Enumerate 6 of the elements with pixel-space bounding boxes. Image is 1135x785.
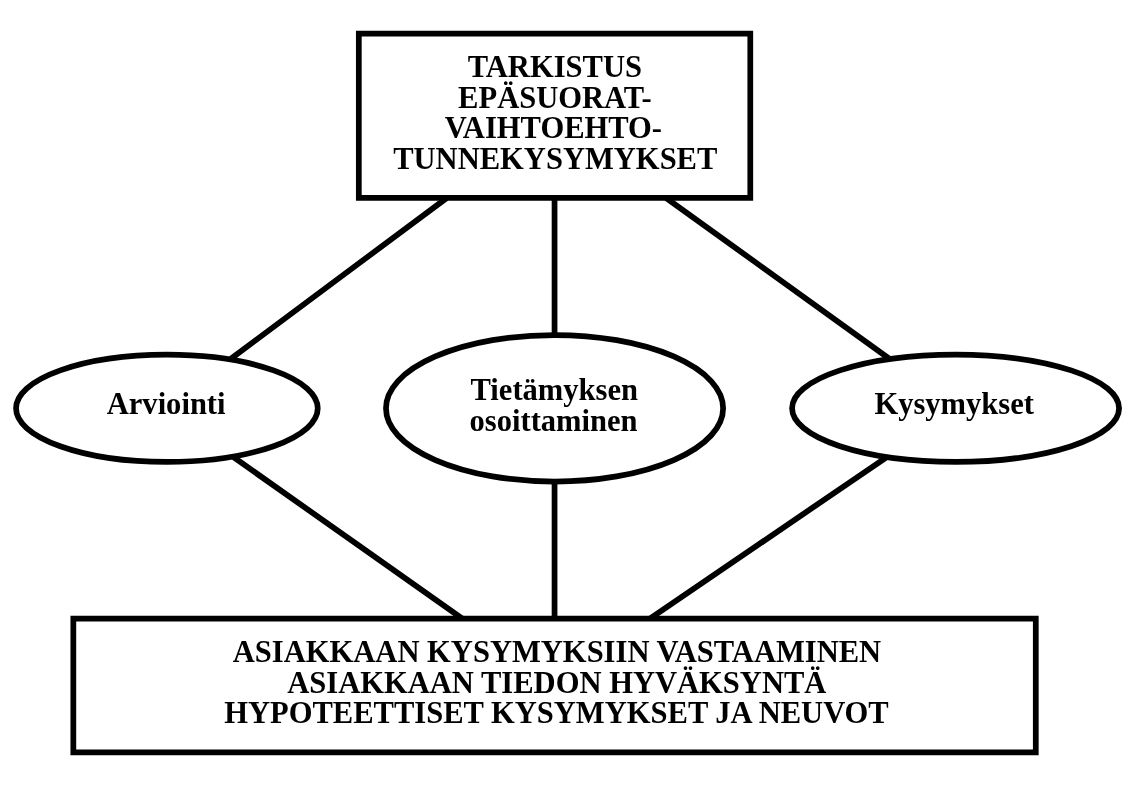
node-ellipse: Arviointi: [13, 351, 321, 465]
node-box: TARKISTUS EPÄSUORAT- VAIHTOEHTO- TUNNEKYSYMYKSET: [355, 30, 754, 201]
node-ellipse: Tietämyksen osoittaminen: [383, 331, 726, 484]
node-ellipse: Kysymykset: [789, 351, 1122, 465]
connector: [551, 197, 558, 335]
node-box: ASIAKKAAN KYSYMYKSIIN VASTAAMINEN ASIAKKAAN TIEDON HYVÄKSYNTÄ HYPOTEETTISET KYSYMYKSET JA NEUVOT: [70, 615, 1039, 755]
